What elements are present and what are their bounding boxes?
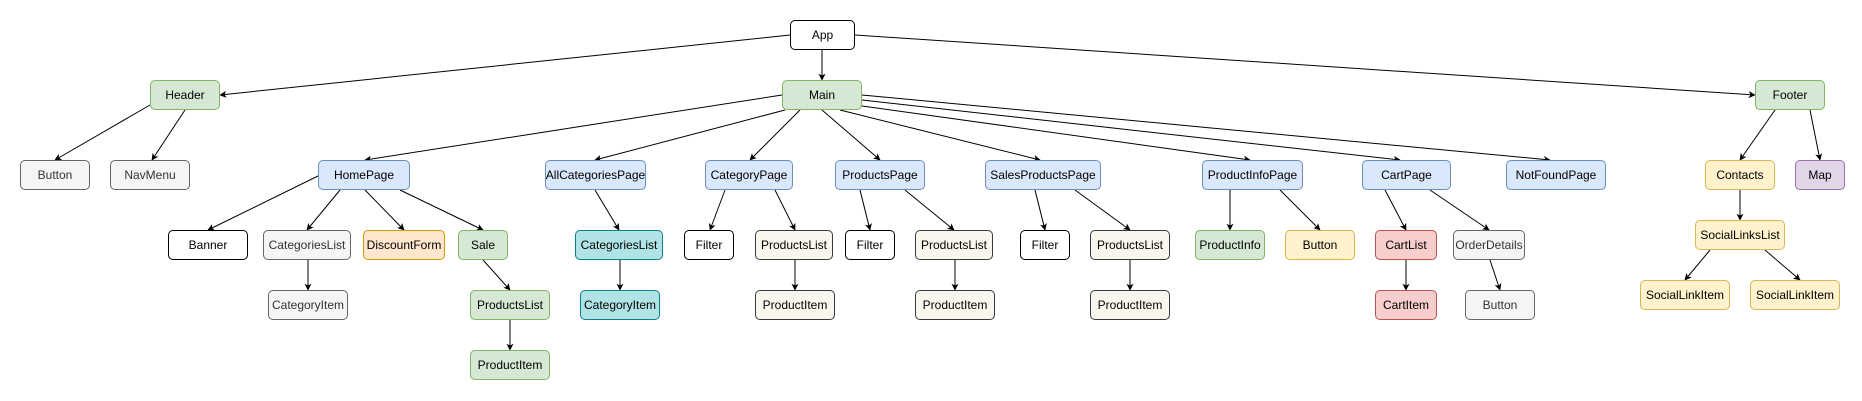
homepage-node[interactable]: HomePage xyxy=(318,160,410,190)
footer-node[interactable]: Footer xyxy=(1755,80,1825,110)
edge-productinfopage-node-to-info-button-node xyxy=(1279,189,1321,231)
orderdetails-node[interactable]: OrderDetails xyxy=(1453,230,1525,260)
home-categoryitem-node[interactable]: CategoryItem xyxy=(268,290,348,320)
edge-homepage-node-to-banner-node xyxy=(207,174,321,231)
sociallinkslist-node[interactable]: SocialLinksList xyxy=(1695,220,1785,250)
prod-productitem-node[interactable]: ProductItem xyxy=(915,290,995,320)
edge-salesproductspage-node-to-sales-filter-node xyxy=(1034,189,1047,231)
edge-cartpage-node-to-cartlist-node xyxy=(1384,189,1407,231)
cat-productslist-node[interactable]: ProductsList xyxy=(755,230,833,260)
edge-main-node-to-categorypage-node xyxy=(749,109,801,161)
cartlist-node[interactable]: CartList xyxy=(1375,230,1437,260)
sale-productitem-node[interactable]: ProductItem xyxy=(470,350,550,380)
categorypage-node[interactable]: CategoryPage xyxy=(705,160,793,190)
sale-node[interactable]: Sale xyxy=(458,230,508,260)
sociallinkitem-node[interactable]: SocialLinkItem xyxy=(1750,280,1840,310)
edge-sociallinkslist-node-to-sociallinkitem-node xyxy=(1684,249,1711,281)
discountform-node[interactable]: DiscountForm xyxy=(363,230,445,260)
cartitem-node[interactable]: CartItem xyxy=(1375,290,1437,320)
salesproductspage-node[interactable]: SalesProductsPage xyxy=(985,160,1101,190)
productinfopage-node[interactable]: ProductInfoPage xyxy=(1202,160,1303,190)
app-node[interactable]: App xyxy=(790,20,855,50)
header-button-node[interactable]: Button xyxy=(20,160,90,190)
edge-main-node-to-cartpage-node xyxy=(861,99,1401,163)
notfoundpage-node[interactable]: NotFoundPage xyxy=(1506,160,1606,190)
edge-app-node-to-header-node xyxy=(219,34,791,98)
edge-sociallinkslist-node-to-sociallinkitem-node xyxy=(1764,249,1801,281)
edge-homepage-node-to-sale-node xyxy=(399,189,484,231)
productspage-node[interactable]: ProductsPage xyxy=(835,160,925,190)
edge-main-node-to-allcategoriespage-node xyxy=(594,109,786,162)
edge-orderdetails-node-to-order-button-node xyxy=(1489,259,1502,291)
contacts-node[interactable]: Contacts xyxy=(1705,160,1775,190)
edge-main-node-to-notfoundpage-node xyxy=(861,94,1551,163)
productinfo-node[interactable]: ProductInfo xyxy=(1195,230,1265,260)
banner-node[interactable]: Banner xyxy=(168,230,248,260)
order-button-node[interactable]: Button xyxy=(1465,290,1535,320)
edge-footer-node-to-contacts-node xyxy=(1739,109,1776,161)
navmenu-node[interactable]: NavMenu xyxy=(110,160,190,190)
edge-allcategoriespage-node-to-allcat-categorieslist-node xyxy=(594,189,620,231)
edge-categorypage-node-to-cat-productslist-node xyxy=(774,189,796,231)
sales-filter-node[interactable]: Filter xyxy=(1020,230,1070,260)
edge-cartpage-node-to-orderdetails-node xyxy=(1429,189,1490,231)
main-node[interactable]: Main xyxy=(782,80,862,110)
allcat-categoryitem-node[interactable]: CategoryItem xyxy=(580,290,660,320)
edge-sale-node-to-sale-productslist-node xyxy=(482,259,511,291)
prod-productslist-node[interactable]: ProductsList xyxy=(915,230,993,260)
edge-app-node-to-footer-node xyxy=(854,34,1756,99)
header-node[interactable]: Header xyxy=(150,80,220,110)
edge-homepage-node-to-discountform-node xyxy=(364,189,405,231)
info-button-node[interactable]: Button xyxy=(1285,230,1355,260)
edge-footer-node-to-map-node xyxy=(1809,109,1823,161)
allcat-categorieslist-node[interactable]: CategoriesList xyxy=(575,230,663,260)
map-node[interactable]: Map xyxy=(1795,160,1845,190)
sales-productitem-node[interactable]: ProductItem xyxy=(1090,290,1170,320)
prod-filter-node[interactable]: Filter xyxy=(845,230,895,260)
edge-main-node-to-homepage-node xyxy=(364,94,783,163)
sale-productslist-node[interactable]: ProductsList xyxy=(470,290,550,320)
cartpage-node[interactable]: CartPage xyxy=(1362,160,1451,190)
edge-main-node-to-productinfopage-node xyxy=(854,104,1251,163)
allcategoriespage-node[interactable]: AllCategoriesPage xyxy=(545,160,646,190)
edges xyxy=(54,34,1823,351)
edge-homepage-node-to-home-categorieslist-node xyxy=(306,189,341,231)
edge-main-node-to-salesproductspage-node xyxy=(839,109,1041,162)
edge-salesproductspage-node-to-sales-productslist-node xyxy=(1074,189,1131,231)
cat-productitem-node[interactable]: ProductItem xyxy=(755,290,835,320)
edge-header-node-to-navmenu-node xyxy=(151,109,186,161)
edge-productspage-node-to-prod-productslist-node xyxy=(904,189,955,231)
edge-categorypage-node-to-cat-filter-node xyxy=(708,189,726,231)
edge-main-node-to-productspage-node xyxy=(821,109,881,161)
edge-header-node-to-header-button-node xyxy=(54,104,151,161)
sociallinkitem-node[interactable]: SocialLinkItem xyxy=(1640,280,1730,310)
sales-productslist-node[interactable]: ProductsList xyxy=(1090,230,1170,260)
edge-productspage-node-to-prod-filter-node xyxy=(859,189,872,231)
home-categorieslist-node[interactable]: CategoriesList xyxy=(263,230,351,260)
cat-filter-node[interactable]: Filter xyxy=(684,230,734,260)
